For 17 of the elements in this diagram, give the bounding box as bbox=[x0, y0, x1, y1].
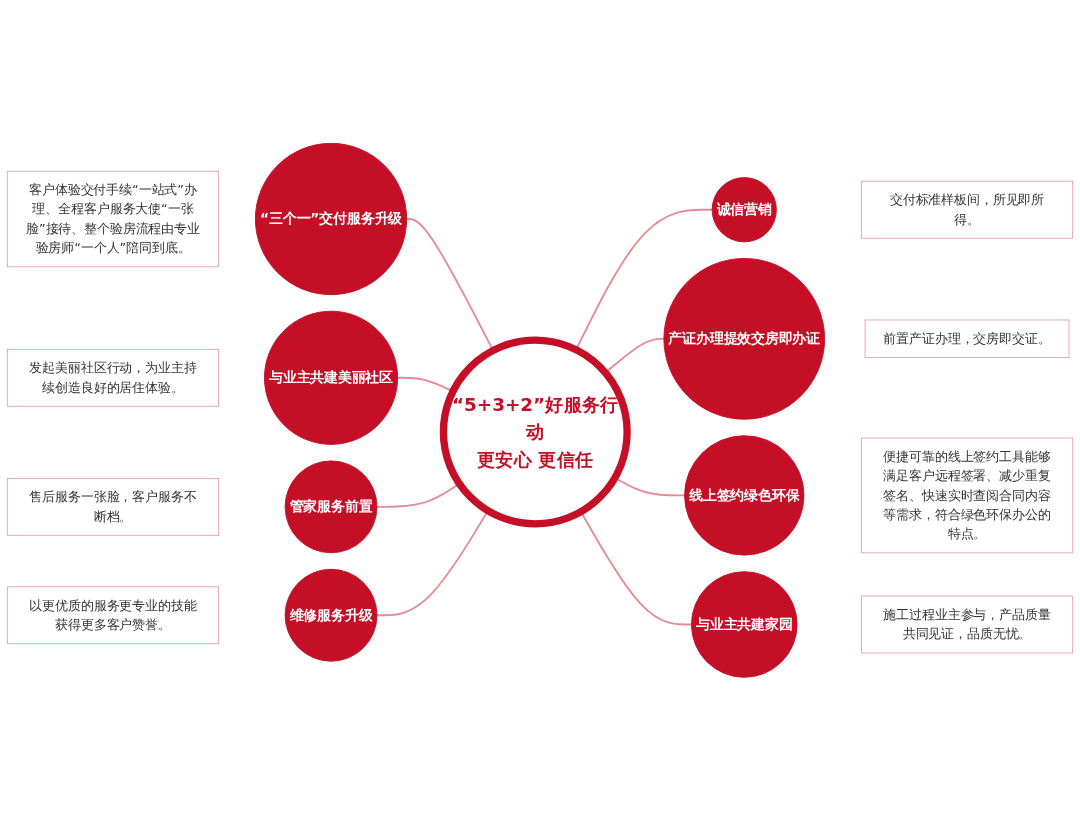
node-box: 售后服务一张脸，客户服务不断档。 bbox=[6, 478, 220, 536]
node-circle: 线上签约绿色环保 bbox=[684, 435, 805, 556]
node-box: 便捷可靠的线上签约工具能够满足客户远程签署、减少重复签名、快速实时查阅合同内容等需求，符合绿色环保办公的特点。 bbox=[860, 437, 1074, 554]
node-circle: 与业主共建美丽社区 bbox=[263, 310, 399, 445]
node-circle: 与业主共建家园 bbox=[691, 571, 798, 678]
node-box: 发起美丽社区行动，为业主持续创造良好的居住体验。 bbox=[6, 349, 220, 407]
node-circle: 维修服务升级 bbox=[284, 569, 378, 662]
node-box: 交付标准样板间，所见即所得。 bbox=[860, 181, 1074, 239]
node-circle: 诚信营销 bbox=[711, 177, 777, 243]
node-circle: “三个一”交付服务升级 bbox=[254, 143, 408, 296]
node-circle: 产证办理提效交房即办证 bbox=[663, 258, 826, 420]
node-box: 以更优质的服务更专业的技能获得更多客户赞誉。 bbox=[6, 586, 220, 645]
node-box: 前置产证办理，交房即交证。 bbox=[864, 319, 1070, 359]
node-box: 客户体验交付手续“一站式”办理、全程客户服务大使“一张脸”接待、整个验房流程由专业验房师“一个人”陪同到底。 bbox=[6, 170, 220, 268]
node-circle: “5+3+2”好服务行动 更安心 更信任 bbox=[439, 336, 631, 528]
node-circle: 管家服务前置 bbox=[284, 460, 378, 554]
node-box: 施工过程业主参与，产品质量共同见证，品质无忧。 bbox=[860, 595, 1074, 654]
